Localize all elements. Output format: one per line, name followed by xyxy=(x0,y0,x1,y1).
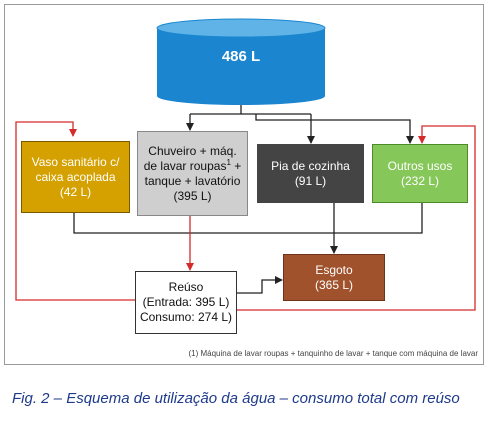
reuso-line-1: Reúso xyxy=(168,280,204,294)
reuso-to-esgoto xyxy=(237,276,283,294)
footnote: (1) Máquina de lavar roupas + tanquinho … xyxy=(188,349,478,358)
esgoto-line-1: Esgoto xyxy=(315,262,353,277)
tank-label: 486 L xyxy=(221,48,261,65)
footnote-marker: 1 xyxy=(226,157,231,167)
vaso-line-3: (42 L) xyxy=(59,184,92,199)
outros-line-2: (232 L) xyxy=(400,173,440,188)
tank-body xyxy=(157,28,325,96)
vaso-sanitario-box: Vaso sanitário c/ caixa acoplada (42 L) xyxy=(21,141,130,213)
pia-line-1: Pia de cozinha xyxy=(271,158,350,173)
tank-top xyxy=(156,18,326,38)
reuso-to-vaso xyxy=(15,121,135,301)
reuso-line-3: Consumo: 274 L) xyxy=(139,310,233,324)
chuveiro-line-2-text: de lavar roupas xyxy=(143,158,227,173)
vaso-line-1: Vaso sanitário c/ xyxy=(31,154,120,169)
tank-bottom xyxy=(157,87,325,105)
supply-to-outros xyxy=(255,114,414,144)
esgoto-line-2: (365 L) xyxy=(314,277,354,292)
vaso-line-2: caixa acoplada xyxy=(35,169,116,184)
chuveiro-plus: + xyxy=(230,158,242,173)
chuveiro-line-2: de lavar roupas1 + xyxy=(143,157,242,174)
reuse-lines xyxy=(15,121,476,311)
pia-de-cozinha-box: Pia de cozinha (91 L) xyxy=(257,144,364,203)
supply-lines xyxy=(186,105,414,144)
outros-usos-box: Outros usos (232 L) xyxy=(372,144,468,203)
reuso-line-2: (Entrada: 395 L) xyxy=(142,295,230,309)
chuveiro-line-1: Chuveiro + máq. xyxy=(148,143,237,158)
esgoto-box: Esgoto (365 L) xyxy=(283,254,385,301)
reuso-box: Reúso (Entrada: 395 L) Consumo: 274 L) xyxy=(135,271,237,334)
chuveiro-box: Chuveiro + máq. de lavar roupas1 + tanqu… xyxy=(137,131,248,216)
reuso-to-outros xyxy=(237,125,476,311)
collector-line xyxy=(73,203,423,234)
chuveiro-line-4: (395 L) xyxy=(173,188,212,203)
sewer-lines xyxy=(73,203,423,294)
outros-line-1: Outros usos xyxy=(387,158,453,173)
pia-line-2: (91 L) xyxy=(294,173,327,188)
chuveiro-line-3: tanque + lavatório xyxy=(144,173,241,188)
water-tank xyxy=(156,18,326,105)
figure-caption: Fig. 2 – Esquema de utilização da água –… xyxy=(12,390,460,407)
